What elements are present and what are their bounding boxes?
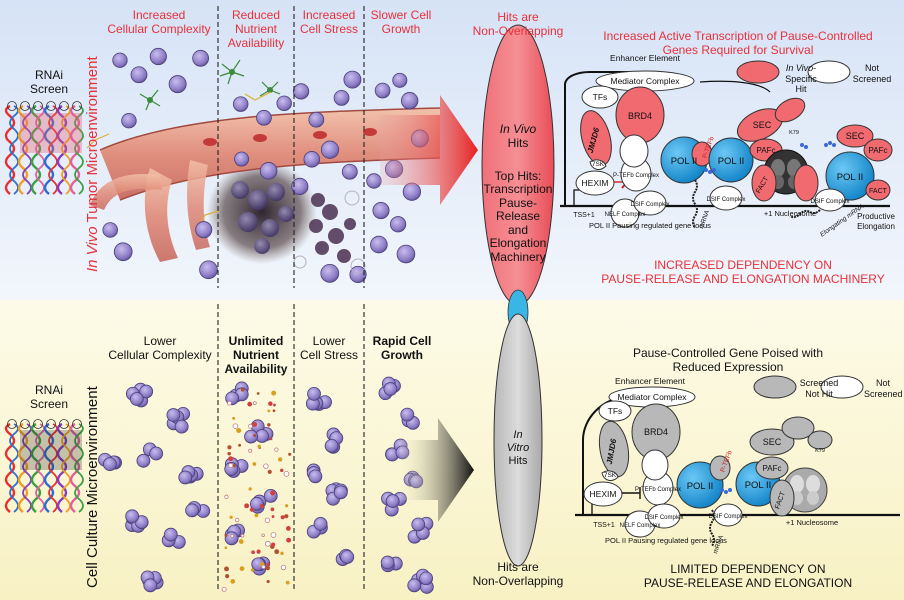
top-dsif-label-1: DSIF Complex (630, 202, 669, 208)
bottom-mechanism (575, 375, 900, 547)
bottom-nelf-label: NELF Complex (620, 523, 661, 529)
top-productive-line-2: Elongation (857, 222, 895, 231)
bottom-side-label: Cell Culture Microenvironment (84, 386, 101, 588)
top-dsif-label-3: DSIF Complex (810, 199, 849, 205)
top-mechanism (560, 60, 893, 229)
top-tfs-label: TFs (593, 92, 608, 102)
bottom-sec-label: SEC (763, 437, 782, 447)
top-dividers (217, 6, 365, 288)
bottom-brd4-label: BRD4 (644, 427, 668, 437)
top-productive-line-1: Productive (857, 212, 895, 221)
top-pafc-label-2: PAFc (869, 146, 888, 155)
bottom-pafc-label: PAFc (763, 464, 782, 473)
top-mediator-label: Mediator Complex (611, 76, 681, 86)
top-pol2-label-2: POL II (718, 156, 745, 167)
bottom-mediator-label: Mediator Complex (618, 392, 688, 402)
top-dsif-label-2: DSIF Complex (706, 197, 745, 203)
top-locus-label: POL II Pausing regulated gene locus (589, 221, 711, 230)
top-ptefb-complex-label: P-TEFb Complex (613, 173, 659, 179)
bottom-7sk-label: 7SK (604, 472, 617, 479)
rnai-helix-bottom (4, 419, 84, 513)
in-vitro-arrow (400, 418, 474, 522)
top-fact-label-2: FACT (869, 188, 888, 195)
bottom-mechanism-labels: Enhancer Element Mediator Complex TFs BR… (590, 376, 839, 555)
top-pol2-label-1: POL II (671, 156, 698, 167)
top-sec-label-1: SEC (753, 120, 772, 130)
top-pafc-label-1: PAFc (757, 146, 776, 155)
bottom-tfs-label: TFs (608, 406, 623, 416)
top-brd4-label: BRD4 (628, 111, 652, 121)
in-vivo-arrow (380, 95, 478, 205)
top-sec-label-2: SEC (846, 131, 865, 141)
bottom-nucleosome-label: +1 Nucleosome (786, 518, 838, 527)
top-7sk-label: 7SK (592, 161, 605, 168)
top-mechanism-title: Increased Active Transcription of Pause-… (603, 29, 873, 58)
top-side-label: In Vivo Tumor Microenvironment (84, 56, 101, 272)
bottom-pol2-label-2: POL II (745, 480, 772, 491)
bottom-dividers (217, 304, 365, 592)
bottom-pol2-label-1: POL II (687, 481, 714, 492)
rnai-helix-top (4, 101, 84, 195)
culture-cells (98, 376, 434, 594)
in-vitro-hits-oval (493, 313, 543, 567)
top-pol2-label-3: POL II (837, 172, 864, 183)
bottom-dsif-label-2: DSIF Complex (708, 514, 747, 520)
top-nelf-label: NELF Complex (605, 212, 646, 218)
nutrient-particles (221, 387, 292, 592)
bottom-ptefb-complex-label: P-TEFb Complex (635, 487, 681, 493)
bottom-k79-label: K79 (815, 448, 825, 454)
bottom-enhancer-label: Enhancer Element (615, 376, 686, 386)
top-legend-hit-label: In Vivo-Specific Hit (785, 63, 817, 95)
bottom-tss-label: TSS+1 (593, 522, 615, 529)
bottom-locus-label: POL II Pausing regulated gene locus (605, 536, 727, 545)
top-k79-label: K79 (789, 130, 799, 136)
top-tss-label: TSS+1 (573, 212, 595, 219)
bottom-hexim-label: HEXIM (590, 489, 617, 499)
top-hits-label: Top Hits: Transcription Pause- Release a… (483, 169, 553, 264)
bottom-dsif-label-1: DSIF Complex (644, 515, 683, 521)
top-enhancer-label: Enhancer Element (610, 53, 681, 63)
top-nucleosome-label: +1 Nucleosome (764, 209, 816, 218)
top-hexim-label: HEXIM (582, 178, 609, 188)
